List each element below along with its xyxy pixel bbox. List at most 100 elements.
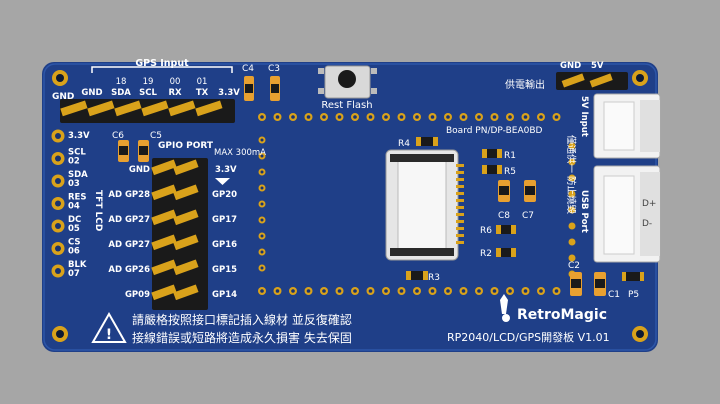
tft-title: TFT LCD (93, 190, 103, 231)
tft-pin-label: SCL (68, 148, 86, 158)
rest-flash-button[interactable]: Rest Flash (318, 65, 377, 111)
c1-label: C1 (608, 290, 620, 300)
rest-flash-label: Rest Flash (321, 100, 372, 111)
c2-label: C2 (568, 261, 580, 271)
gpio-pin (173, 159, 199, 176)
gpio-title: GPIO PORT (158, 141, 214, 151)
gpio-left-label: AD GP27 (108, 215, 150, 225)
gpio-pin (151, 259, 177, 276)
tft-pin-label: 05 (68, 224, 80, 234)
tft-pin-label: 03 (68, 179, 80, 189)
gps-pin-number: 18 (116, 77, 127, 87)
gps-pin-number: 19 (143, 77, 154, 87)
top-capacitors: C4 C3 (242, 64, 280, 101)
c5-label: C5 (150, 131, 162, 141)
usb-port-label: USB Port (579, 190, 589, 233)
tft-pin-label: 04 (68, 202, 80, 212)
gps-pin (141, 100, 169, 117)
r3-label: R3 (428, 273, 440, 283)
gps-pin (195, 100, 223, 117)
power-gnd-label: GND (560, 61, 581, 71)
5v-input-connector: 5V Input (579, 93, 661, 159)
fpc-connector (385, 149, 464, 261)
gpio-right-label: GP20 (212, 190, 237, 200)
tft-pin-label: 06 (68, 247, 80, 257)
gps-pin (87, 100, 115, 117)
tft-pin-label: BLK (68, 260, 87, 270)
gps-pin (60, 100, 88, 117)
gpio-pin (151, 234, 177, 251)
r2-label: R2 (480, 249, 492, 259)
usb-port-connector: USB Port D+ D- (579, 165, 661, 263)
gpio-max-current: MAX 300mA (214, 148, 266, 158)
gps-pin-number: 00 (170, 77, 181, 87)
r4-label: R4 (398, 139, 410, 149)
gps-pin-name: SCL (139, 88, 157, 98)
power-output-header: GND 5V 供電輸出 (505, 61, 628, 91)
svg-text:!: ! (106, 327, 112, 343)
gpio-left-label: AD GP27 (108, 240, 150, 250)
tft-pin-label: DC (68, 215, 81, 225)
gpio-right-label: GP14 (212, 290, 237, 300)
gpio-pin (173, 184, 199, 201)
gpio-port-header: GPIO PORT MAX 300mA 3.3V GND AD GP28 AD GP… (108, 141, 266, 310)
gps-title: GPS Input (135, 58, 189, 69)
gps-pin (114, 100, 142, 117)
r6-label: R6 (480, 226, 492, 236)
gpio-pin (173, 259, 199, 276)
tft-pin-label: CS (68, 238, 81, 248)
gps-pin-name: 3.3V (218, 88, 240, 98)
warning-line-2: 接線錯誤或短路將造成永久損害 失去保固 (132, 330, 352, 345)
mcu-pad-col-left (258, 136, 266, 272)
gpio-left-label: GND (129, 165, 150, 175)
gpio-left-label: AD GP28 (108, 190, 150, 200)
gpio-pin (151, 184, 177, 201)
gps-pin-name: GND (81, 88, 102, 98)
gpio-pin (173, 234, 199, 251)
gpio-pin (151, 209, 177, 226)
gps-pin-number: 01 (197, 77, 208, 87)
gpio-right-label: GP15 (212, 265, 237, 275)
gpio-left-label: AD GP26 (108, 265, 150, 275)
brand-name: RetroMagic (517, 307, 607, 323)
tft-pin-label: 3.3V (68, 131, 90, 141)
mounting-holes (52, 70, 648, 342)
c6-label: C6 (112, 131, 124, 141)
board-pn-label: Board PN/DP-BEA0BD (446, 126, 543, 136)
smd-parts: R4 R3 R1 R5 C8 C7 R6 R2 C2 C1 P5 (398, 137, 644, 300)
tft-pin-label: RES (68, 193, 86, 203)
tft-pin-label: 07 (68, 269, 80, 279)
gpio-pin (151, 159, 177, 176)
tft-pin-label: 02 (68, 157, 80, 167)
gps-pin (168, 100, 196, 117)
c7-label: C7 (522, 211, 534, 221)
mcu-pad-row-top (258, 113, 561, 121)
mcu-pad-col-right (568, 142, 576, 278)
5v-warning-note: 僅通供一 防止燒毀 (565, 135, 577, 215)
warning-line-1: 請嚴格按照接口標記插入線材 並反復確認 (132, 312, 352, 327)
gpio-right-label: GP17 (212, 215, 237, 225)
board-title: RP2040/LCD/GPS開發板 V1.01 (447, 330, 610, 344)
5v-input-label: 5V Input (579, 96, 589, 137)
gpio-right-label: GP16 (212, 240, 237, 250)
gpio-pin (173, 284, 199, 301)
c3-label: C3 (268, 64, 280, 74)
usb-dplus-label: D+ (642, 199, 656, 209)
gpio-pin (173, 209, 199, 226)
c4-label: C4 (242, 64, 254, 74)
gpio-3v3-label: 3.3V (215, 165, 237, 175)
power-output-title: 供電輸出 (505, 78, 545, 91)
brand-logo: RetroMagic (500, 294, 607, 323)
r1-label: R1 (504, 151, 516, 161)
warning-block: ! 請嚴格按照接口標記插入線材 並反復確認 接線錯誤或短路將造成永久損害 失去保… (91, 311, 352, 345)
tft-pin-label: SDA (68, 170, 88, 180)
gps-pin-name: RX (168, 88, 182, 98)
mcu-pad-row-bottom (258, 287, 561, 295)
p5-label: P5 (628, 290, 639, 300)
gps-pin-name: SDA (111, 88, 131, 98)
gpio-capacitors: C6 C5 (112, 131, 162, 162)
